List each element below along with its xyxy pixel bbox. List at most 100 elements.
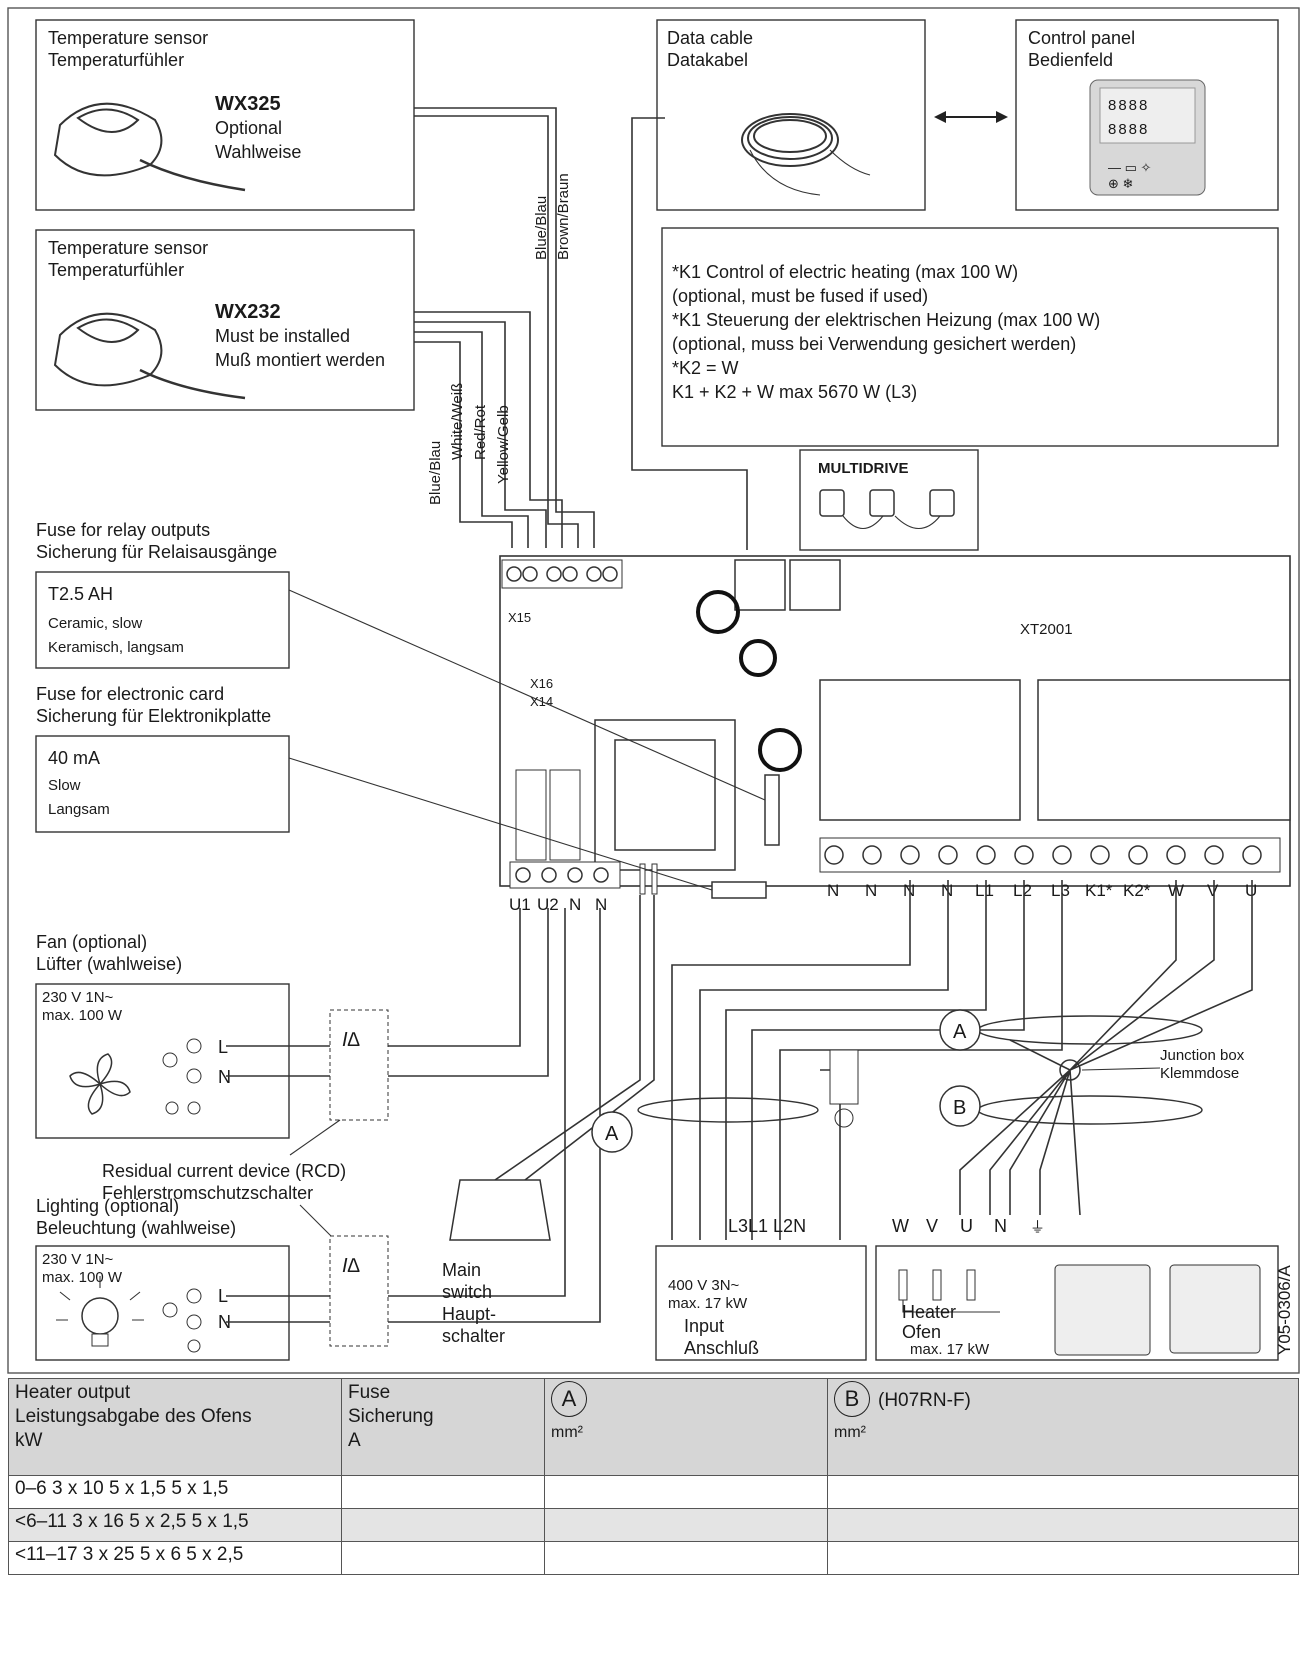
svg-text:max. 100 W: max. 100 W	[42, 1269, 123, 1286]
svg-text:L: L	[218, 1286, 228, 1306]
svg-text:Beleuchtung (wahlweise): Beleuchtung (wahlweise)	[36, 1218, 236, 1238]
svg-text:Temperaturfühler: Temperaturfühler	[48, 50, 184, 70]
table-row: 0–6 3 x 10 5 x 1,5 5 x 1,5	[8, 1475, 1299, 1509]
svg-text:Fuse for relay outputs: Fuse for relay outputs	[36, 520, 210, 540]
svg-text:Keramisch, langsam: Keramisch, langsam	[48, 639, 184, 656]
svg-text:Sicherung für Relaisausgänge: Sicherung für Relaisausgänge	[36, 542, 277, 562]
svg-text:White/Weiß: White/Weiß	[449, 383, 466, 460]
svg-text:K1 + K2 + W max 5670 W (L3): K1 + K2 + W max 5670 W (L3)	[672, 382, 917, 402]
control-panel-box: Control panel Bedienfeld 8888 8888 — ▭ ✧…	[1015, 19, 1279, 211]
svg-text:Data cable: Data cable	[667, 28, 753, 48]
sensor-wx232-box: Temperature sensor Temperaturfühler WX23…	[35, 229, 415, 411]
svg-text:Must be installed: Must be installed	[215, 326, 350, 346]
svg-text:(optional, muss bei Verwendung: (optional, muss bei Verwendung gesichert…	[672, 334, 1076, 354]
circuit-board-xt2001: XT2001 X15 X16 X14	[499, 555, 1291, 899]
rcd-lighting: I∆	[226, 908, 601, 1347]
svg-text:A: A	[605, 1123, 619, 1145]
svg-text:Sicherung für Elektronikplatte: Sicherung für Elektronikplatte	[36, 706, 271, 726]
heater-section: W V U N ⏚ Heater Ofen max. 17 kW	[875, 1216, 1279, 1361]
svg-text:230 V 1N~: 230 V 1N~	[42, 1251, 114, 1268]
svg-text:U: U	[1245, 881, 1257, 900]
svg-text:— ▭ ✧: — ▭ ✧	[1108, 160, 1152, 175]
svg-text:Main: Main	[442, 1260, 481, 1280]
junction-box: A B Junction box Klemmdose	[939, 880, 1253, 1216]
svg-text:Temperaturfühler: Temperaturfühler	[48, 260, 184, 280]
svg-text:Wahlweise: Wahlweise	[215, 142, 301, 162]
cable-coil-icon	[741, 113, 871, 196]
rcd-fan: I∆	[226, 908, 549, 1121]
svg-text:8888: 8888	[1108, 121, 1149, 138]
multidrive-box: MULTIDRIVE	[799, 449, 979, 551]
svg-text:Lüfter (wahlweise): Lüfter (wahlweise)	[36, 954, 182, 974]
earth-terminal-icon	[829, 1049, 859, 1128]
svg-text:Yellow/Gelb: Yellow/Gelb	[495, 405, 512, 484]
svg-text:L3L1 L2N: L3L1 L2N	[728, 1216, 806, 1236]
svg-text:8888: 8888	[1108, 97, 1149, 114]
svg-text:K2*: K2*	[1123, 881, 1151, 900]
svg-text:Red/Rot: Red/Rot	[472, 404, 489, 460]
svg-text:N: N	[218, 1312, 231, 1332]
svg-text:Optional: Optional	[215, 118, 282, 138]
svg-text:L2: L2	[1013, 881, 1032, 900]
svg-text:A: A	[953, 1021, 967, 1043]
svg-text:Bedienfeld: Bedienfeld	[1028, 50, 1113, 70]
temperature-sensor-icon	[53, 312, 246, 400]
svg-text:Ofen: Ofen	[902, 1322, 941, 1342]
main-switch: Main switch Haupt- schalter	[442, 895, 655, 1346]
svg-text:W: W	[892, 1216, 909, 1236]
svg-text:I∆: I∆	[342, 1029, 360, 1051]
header-cable-b: B(H07RN-F) mm²	[827, 1378, 1299, 1476]
svg-text:230 V 1N~: 230 V 1N~	[42, 989, 114, 1006]
svg-text:Input: Input	[684, 1316, 724, 1336]
svg-text:X15: X15	[508, 610, 531, 625]
svg-text:U: U	[960, 1216, 973, 1236]
data-cable-box: Data cable Datakabel	[656, 19, 926, 211]
fuse-card-box: Fuse for electronic card Sicherung für E…	[35, 684, 290, 833]
fan-section: Fan (optional) Lüfter (wahlweise) 230 V …	[35, 932, 290, 1139]
svg-text:XT2001: XT2001	[1020, 621, 1073, 638]
svg-text:T2.5 AH: T2.5 AH	[48, 584, 113, 604]
svg-text:Heater: Heater	[902, 1302, 956, 1322]
svg-text:Brown/Braun: Brown/Braun	[555, 173, 572, 260]
input-wires: A	[591, 880, 1063, 1240]
lighting-section: Lighting (optional) Beleuchtung (wahlwei…	[35, 1196, 290, 1361]
svg-text:Muß montiert werden: Muß montiert werden	[215, 350, 385, 370]
svg-text:*K1 Control of electric heatin: *K1 Control of electric heating (max 100…	[672, 262, 1018, 282]
svg-text:L3: L3	[1051, 881, 1070, 900]
svg-text:K1*: K1*	[1085, 881, 1113, 900]
left-terminal-labels: U1 U2 N N	[509, 895, 607, 914]
svg-text:Datakabel: Datakabel	[667, 50, 748, 70]
svg-text:N: N	[218, 1067, 231, 1087]
svg-text:I∆: I∆	[342, 1255, 360, 1277]
temperature-sensor-icon	[53, 102, 246, 192]
svg-text:Temperature sensor: Temperature sensor	[48, 28, 208, 48]
svg-text:Fuse for electronic card: Fuse for electronic card	[36, 684, 224, 704]
control-panel-icon: 8888 8888 — ▭ ✧ ⊕ ❄	[1089, 79, 1206, 196]
notes-box: *K1 Control of electric heating (max 100…	[661, 227, 1279, 447]
svg-text:V: V	[1207, 881, 1219, 900]
sensor-wires	[414, 107, 748, 550]
svg-text:Junction box: Junction box	[1160, 1047, 1245, 1064]
svg-text:Temperature sensor: Temperature sensor	[48, 238, 208, 258]
svg-text:Haupt-: Haupt-	[442, 1304, 496, 1324]
svg-text:⊕ ❄: ⊕ ❄	[1108, 176, 1133, 191]
svg-text:Residual current device (RCD): Residual current device (RCD)	[102, 1161, 346, 1181]
svg-text:X16: X16	[530, 676, 553, 691]
svg-text:N: N	[827, 881, 839, 900]
table-row: <11–17 3 x 25 5 x 6 5 x 2,5	[8, 1541, 1299, 1575]
svg-text:(optional, must be fused if us: (optional, must be fused if used)	[672, 286, 928, 306]
sauna-heater-icon	[1054, 1264, 1261, 1356]
svg-text:WX232: WX232	[215, 301, 281, 323]
svg-text:Fehlerstromschutzschalter: Fehlerstromschutzschalter	[102, 1183, 313, 1203]
svg-text:400 V 3N~: 400 V 3N~	[668, 1277, 740, 1294]
fuse-relay-box: Fuse for relay outputs Sicherung für Rel…	[35, 520, 290, 669]
svg-text:switch: switch	[442, 1282, 492, 1302]
svg-text:N: N	[595, 895, 607, 914]
light-bulb-icon	[56, 1276, 144, 1347]
svg-text:Ceramic, slow: Ceramic, slow	[48, 615, 142, 632]
svg-text:Langsam: Langsam	[48, 801, 110, 818]
svg-text:Klemmdose: Klemmdose	[1160, 1065, 1239, 1082]
